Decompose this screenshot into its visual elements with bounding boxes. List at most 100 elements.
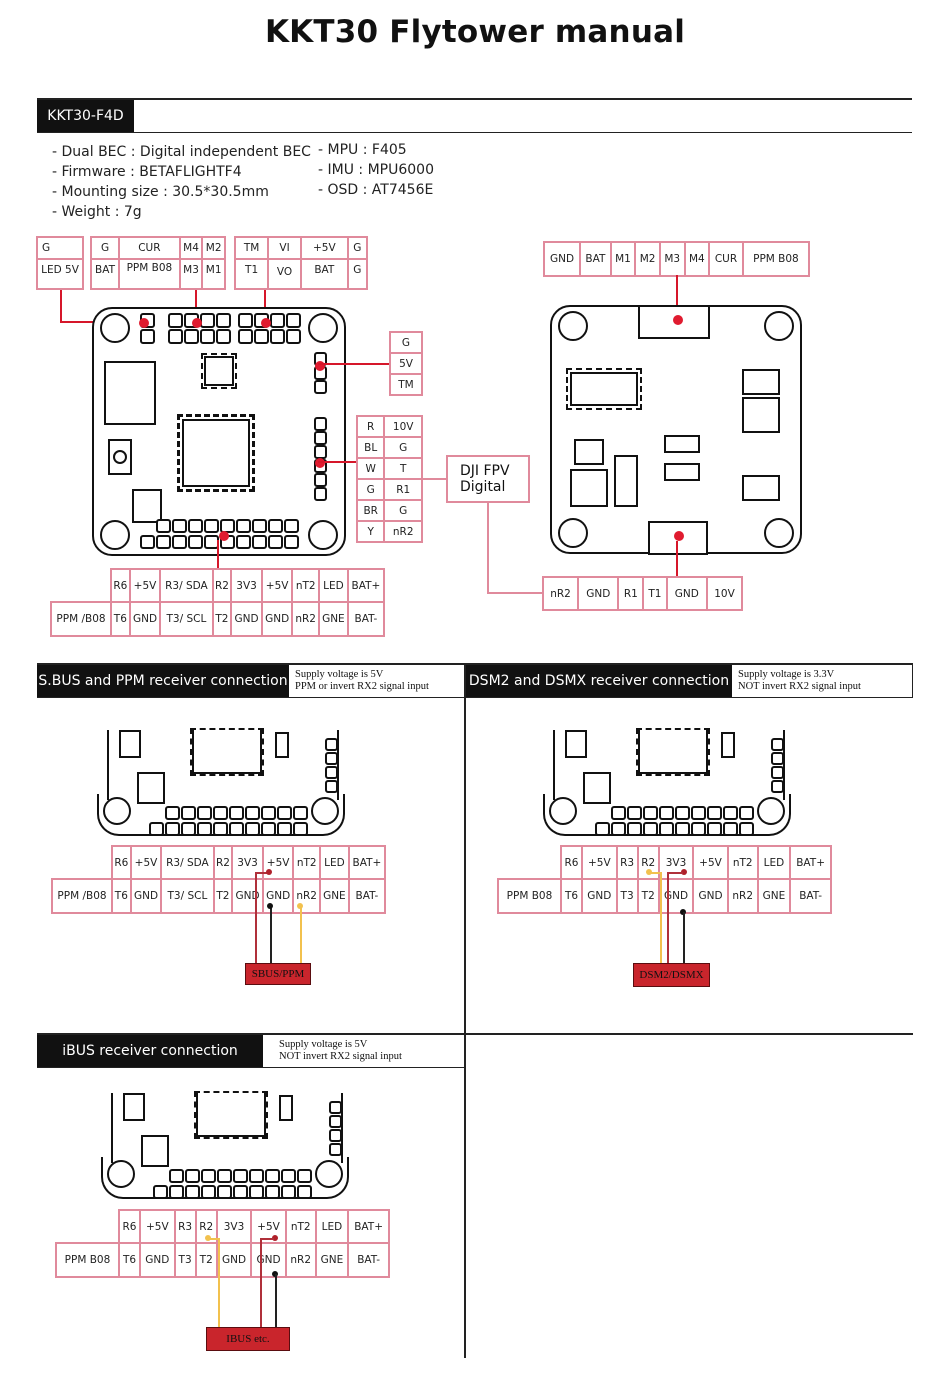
mount-hole xyxy=(308,313,338,343)
pin-label: TM xyxy=(389,373,423,396)
pin-label: R6 xyxy=(559,845,584,880)
note-line: NOT invert RX2 signal input xyxy=(279,1051,402,1062)
pin-label: PPM B08 xyxy=(497,878,562,914)
pin-label: BL xyxy=(355,436,386,459)
spec-item: - MPU : F405 xyxy=(318,142,407,158)
pin-label: LED xyxy=(318,845,350,880)
fc-board-mini xyxy=(543,728,791,838)
dji-label-line: DJI FPV xyxy=(460,463,510,479)
pin-label: LED 5V xyxy=(36,258,84,290)
esc-chip xyxy=(570,469,608,507)
pin-label: BAT- xyxy=(347,1242,390,1278)
dji-label-line: Digital xyxy=(460,479,506,495)
pin-label: BAT xyxy=(89,258,121,290)
pin-label: GND xyxy=(215,1242,253,1278)
pin-label: G xyxy=(389,331,423,354)
pin-label: R2 xyxy=(211,568,233,603)
section-title: DSM2 and DSMX receiver connection xyxy=(466,665,732,697)
mount-hole xyxy=(764,311,794,341)
wire-signal xyxy=(650,872,660,874)
pin-label: W xyxy=(355,457,386,480)
wire-5v xyxy=(260,1238,262,1328)
pin-label: GNE xyxy=(314,1242,350,1278)
pin-label: nR2 xyxy=(726,878,759,914)
pin-label: CUR xyxy=(118,236,181,260)
pin-label: 3V3 xyxy=(231,845,264,880)
receiver-ibus: IBUS etc. xyxy=(206,1327,290,1351)
pin-label: GND xyxy=(542,241,582,277)
imu-chip xyxy=(201,353,237,389)
pin-label: T3 xyxy=(173,1242,197,1278)
pin-label: GND xyxy=(230,601,263,637)
spec-item: - Dual BEC : Digital independent BEC xyxy=(52,144,311,160)
pin-label xyxy=(498,846,561,879)
wire-led xyxy=(60,290,62,322)
section-title: iBUS receiver connection xyxy=(37,1035,263,1067)
section-note: Supply voltage is 5V NOT invert RX2 sign… xyxy=(273,1035,402,1067)
cap xyxy=(614,455,638,507)
connection-dot xyxy=(219,531,229,541)
mosfet xyxy=(664,463,700,481)
pin-label: BAT- xyxy=(346,601,386,637)
fc-board-mini xyxy=(97,728,345,838)
spec-item: - Firmware : BETAFLIGHTF4 xyxy=(52,164,242,180)
side-pin-table: G 5V TM xyxy=(389,331,423,396)
pin-label: G xyxy=(346,236,369,260)
pin-label: M1 xyxy=(201,258,226,290)
pin-label: R xyxy=(355,415,386,438)
mount-hole xyxy=(308,520,338,550)
pin-label: BAT- xyxy=(789,878,832,914)
esc-chip xyxy=(574,439,604,465)
pin-label: R3 xyxy=(173,1209,197,1244)
section-label: KKT30-F4D xyxy=(37,100,134,132)
spec-item: - OSD : AT7456E xyxy=(318,182,434,198)
pin-label: R6 xyxy=(117,1209,142,1244)
pin-label: G xyxy=(355,478,386,501)
connection-dot xyxy=(261,318,271,328)
wire-signal xyxy=(209,1238,218,1240)
section-header-sbus: S.BUS and PPM receiver connection Supply… xyxy=(37,663,464,698)
pin-label: Y xyxy=(355,520,386,543)
power-pin-table: TM VI +5V G T1 VO BAT G xyxy=(233,236,369,290)
pin-label: BAT+ xyxy=(789,845,832,880)
pin-label: nR2 xyxy=(383,520,423,543)
pin-label: T3 xyxy=(615,878,639,914)
wire-signal xyxy=(300,906,302,964)
dot-signal xyxy=(205,1235,211,1241)
pin-label: nT2 xyxy=(291,568,320,603)
section-header-ibus: iBUS receiver connection Supply voltage … xyxy=(37,1033,464,1068)
dot-3v3 xyxy=(681,869,687,875)
pin-label: T6 xyxy=(559,878,584,914)
mcu-chip xyxy=(177,414,255,492)
mosfet xyxy=(742,369,780,395)
mount-hole xyxy=(558,311,588,341)
note-line: Supply voltage is 3.3V xyxy=(738,669,835,680)
fc-board-mini xyxy=(101,1091,349,1201)
pin-label: PPM B08 xyxy=(55,1242,120,1278)
specs-right: - MPU : F405 - IMU : MPU6000 - OSD : AT7… xyxy=(318,140,434,200)
pin-label: R2 xyxy=(636,845,660,880)
motor-pin-table: G CUR M4 M2 BAT PPM B08 M3 M1 xyxy=(89,236,226,290)
wire-3v3 xyxy=(667,872,683,874)
pin-label: GND xyxy=(128,601,162,637)
pin-label: +5V xyxy=(139,1209,176,1244)
pin-label: T1 xyxy=(233,258,270,290)
pin-label: PPM B08 xyxy=(741,241,811,277)
pin-label: GND xyxy=(129,878,163,914)
mount-hole xyxy=(100,520,130,550)
section-header-kkt30-f4d: KKT30-F4D xyxy=(37,98,912,133)
dot-signal xyxy=(297,903,303,909)
pin-label: GND xyxy=(260,601,294,637)
pin-label: T3/ SCL xyxy=(160,878,215,914)
section-note: Supply voltage is 3.3V NOT invert RX2 si… xyxy=(732,665,861,697)
mount-hole xyxy=(100,313,130,343)
pin-label: PPM /B08 xyxy=(50,601,112,637)
spec-item: - Weight : 7g xyxy=(52,204,142,220)
pin-label: BAT xyxy=(579,241,612,277)
pin-label: nR2 xyxy=(541,576,580,611)
pin-label: G xyxy=(36,236,84,260)
